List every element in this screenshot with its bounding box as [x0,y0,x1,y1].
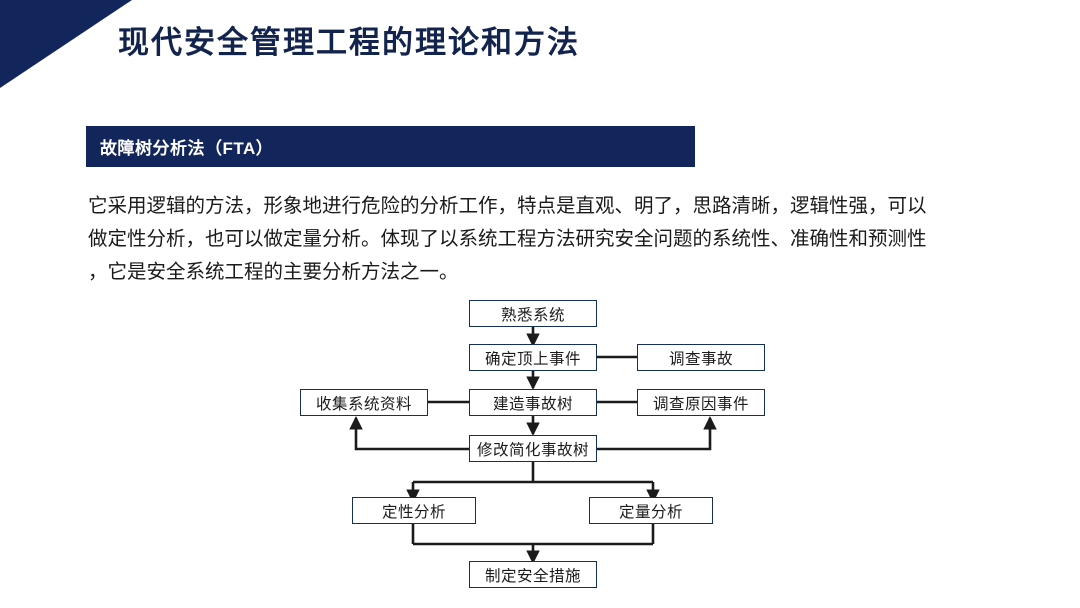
flow-node-investigate-cause-event[interactable]: 调查原因事件 [637,389,765,416]
flow-node-determine-top-event[interactable]: 确定顶上事件 [469,344,597,371]
corner-triangle-decoration [0,0,132,88]
section-header-bar: 故障树分析法（FTA） [86,126,695,167]
page-title: 现代安全管理工程的理论和方法 [118,25,580,60]
flow-node-collect-system-data[interactable]: 收集系统资料 [300,389,428,416]
body-line-2: 做定性分析，也可以做定量分析。体现了以系统工程方法研究安全问题的系统性、准确性和… [88,228,927,250]
flow-node-build-accident-tree[interactable]: 建造事故树 [469,389,597,416]
section-header-label: 故障树分析法（FTA） [100,139,274,158]
flow-node-familiarize-system[interactable]: 熟悉系统 [469,300,597,327]
flow-node-quantitative-analysis[interactable]: 定量分析 [589,497,713,524]
body-paragraph: 它采用逻辑的方法，形象地进行危险的分析工作，特点是直观、明了，思路清晰，逻辑性强… [88,190,994,289]
body-line-1: 它采用逻辑的方法，形象地进行危险的分析工作，特点是直观、明了，思路清晰，逻辑性强… [88,195,927,217]
flow-node-qualitative-analysis[interactable]: 定性分析 [352,497,476,524]
flow-node-formulate-safety-measures[interactable]: 制定安全措施 [469,561,597,588]
flow-node-investigate-accident[interactable]: 调查事故 [637,344,765,371]
body-line-3: ，它是安全系统工程的主要分析方法之一。 [88,261,459,283]
fta-flowchart: 熟悉系统 确定顶上事件 调查事故 收集系统资料 建造事故树 调查原因事件 修改简… [0,288,1080,608]
flow-node-modify-simplify-tree[interactable]: 修改简化事故树 [469,435,597,462]
